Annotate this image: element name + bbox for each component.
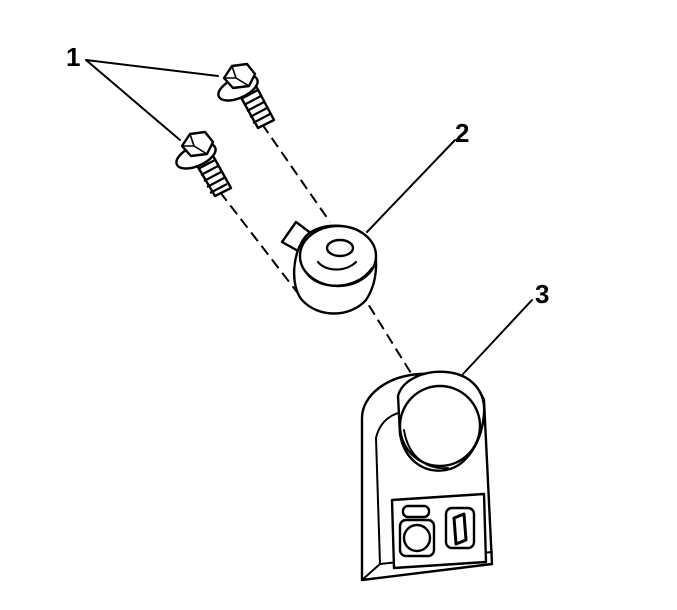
leader-1-upper-bolt [85,59,219,77]
callout-2-label: 2 [455,118,469,148]
leader-2 [366,139,456,233]
alignment-lower-bolt [219,191,301,297]
lock-cylinder-bracket [280,220,378,315]
callout-3-label: 3 [535,279,549,309]
leader-3 [462,299,533,375]
callout-1-label: 1 [66,42,80,72]
switch-bezel [360,370,494,582]
callout-labels: 1 2 3 [66,42,549,309]
bolt-lower [175,130,233,198]
leader-lines [85,59,533,375]
leader-1-lower-bolt [85,59,181,141]
alignment-upper-bolt [261,123,331,223]
bolt-upper [217,62,276,130]
